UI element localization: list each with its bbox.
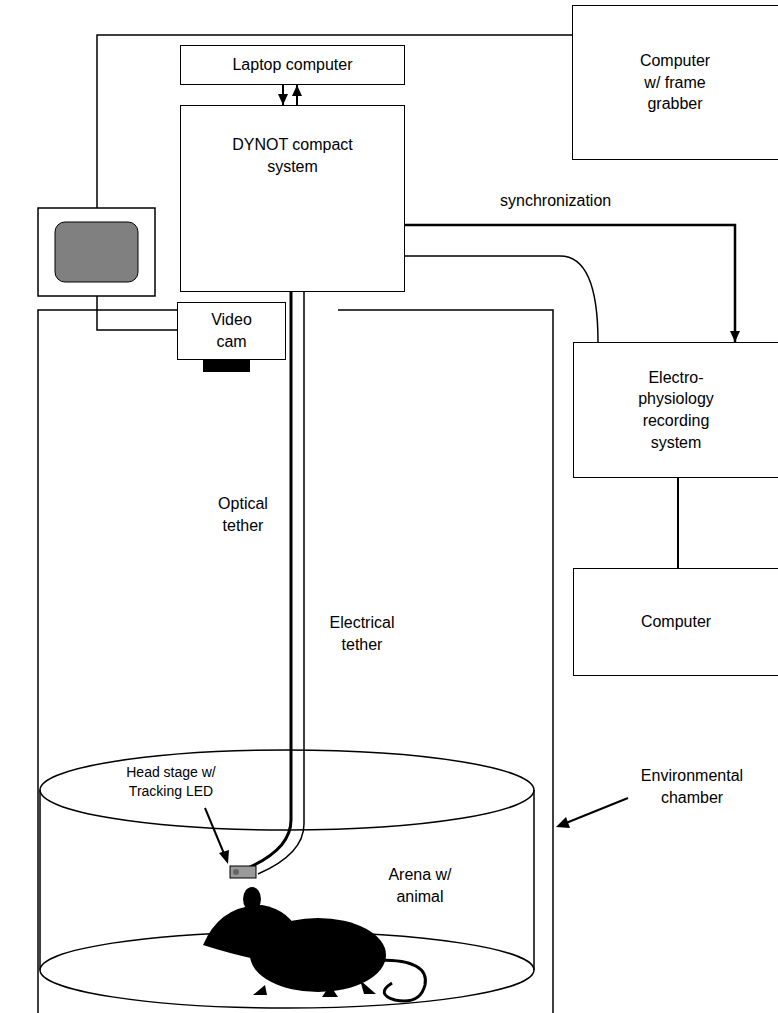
- recorder-box: Electro-physiology recording system: [573, 342, 778, 478]
- computer-box: Computer w/ frame grabber: [572, 5, 778, 160]
- arena-outline: [38, 748, 536, 1010]
- part-label: Environmental chamber: [610, 765, 774, 808]
- leader-line: [566, 798, 628, 823]
- dynot-box: DYNOT compact system: [180, 105, 405, 292]
- box-text: Electro-physiology recording system: [629, 367, 724, 453]
- computer-box: Computer: [573, 568, 778, 676]
- connector-line: [238, 292, 291, 872]
- connector: [97, 35, 572, 330]
- tracking-led: [233, 869, 239, 875]
- arrowhead: [730, 331, 740, 342]
- connector: [278, 85, 288, 105]
- connector: [405, 225, 740, 342]
- chamber-outline: [38, 310, 553, 1013]
- box-text: Laptop computer: [232, 54, 352, 76]
- box-text: Video cam: [202, 309, 262, 352]
- part-label: Head stage w/ Tracking LED: [112, 763, 230, 801]
- connector: [292, 85, 302, 105]
- laptop-box: Laptop computer: [180, 45, 405, 85]
- edge-label: synchronization: [498, 190, 613, 212]
- box-text: Arena w/ animal: [380, 864, 460, 907]
- connector: [238, 292, 291, 872]
- connector-line: [258, 256, 598, 874]
- camera-box: Video cam: [177, 302, 286, 360]
- head-stage: [230, 866, 256, 878]
- monitor-housing: [38, 208, 155, 296]
- leader-arrowhead: [219, 850, 229, 864]
- monitor-screen: [55, 222, 138, 282]
- rat-figure: [203, 866, 425, 1001]
- box-text: Computer: [641, 611, 711, 633]
- connector: [258, 256, 598, 874]
- arrowhead: [278, 94, 288, 105]
- box-text: Computer w/ frame grabber: [635, 50, 715, 115]
- arena-cylinder: Arena w/ animal: [38, 748, 536, 1010]
- arrowhead: [292, 85, 302, 96]
- connector-line: [405, 225, 735, 342]
- connector: [678, 478, 679, 568]
- tether-label: Electrical tether: [312, 612, 412, 655]
- box-text: DYNOT compact system: [228, 134, 358, 177]
- tether-label: Optical tether: [200, 493, 286, 536]
- leader-arrowhead: [556, 817, 570, 828]
- connector-line: [97, 35, 572, 330]
- leader-line: [205, 808, 225, 856]
- connector-line: [677, 478, 679, 568]
